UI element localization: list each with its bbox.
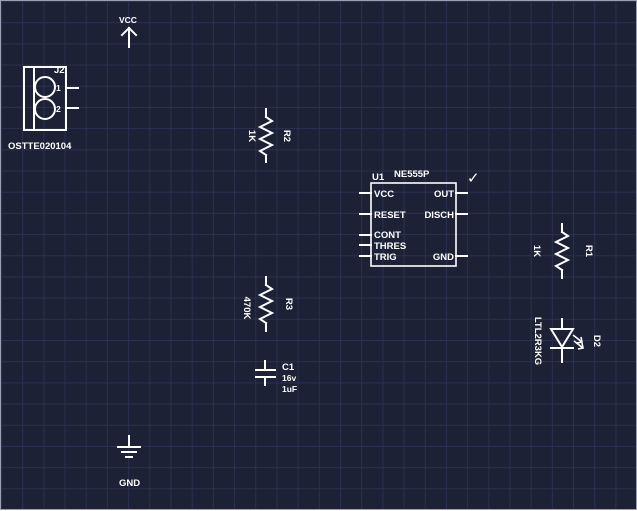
j2-ref: J2: [54, 65, 65, 76]
gnd-symbol[interactable]: GND: [117, 435, 141, 489]
resistor-r3[interactable]: 470K R3: [241, 276, 294, 332]
vcc-symbol[interactable]: VCC: [119, 15, 138, 48]
power-arrow-icon: [120, 26, 138, 48]
u1-pin-out: OUT: [434, 189, 454, 200]
d2-ref: D2: [591, 335, 602, 347]
connector-icon: [23, 66, 79, 131]
u1-check-icon: ✓: [467, 170, 480, 187]
c1-voltage: 16v: [282, 373, 296, 383]
r1-value: 1K: [531, 245, 542, 257]
u1-ref: U1: [372, 172, 385, 183]
u1-pin-gnd: GND: [433, 252, 454, 263]
j2-pin2: 2: [56, 104, 61, 114]
u1-pin-disch: DISCH: [424, 210, 454, 221]
led-icon: [549, 318, 584, 363]
j2-part: OSTTE020104: [8, 141, 72, 152]
ground-icon: [117, 435, 141, 458]
resistor-r1[interactable]: 1K R1: [531, 223, 594, 279]
d2-part: LTL2R3KG: [532, 317, 543, 365]
connector-j2[interactable]: J2 1 2 OSTTE020104: [8, 65, 79, 152]
u1-part: NE555P: [394, 169, 430, 180]
vcc-label: VCC: [119, 15, 137, 25]
u1-pin-cont: CONT: [374, 230, 401, 241]
u1-pin-reset: RESET: [374, 210, 406, 221]
r3-ref: R3: [283, 298, 294, 310]
j2-pin1: 1: [56, 83, 61, 93]
r2-value: 1K: [246, 130, 257, 142]
resistor-icon: [553, 223, 571, 279]
u1-pin-thres: THRES: [374, 241, 406, 252]
resistor-icon: [257, 108, 275, 163]
capacitor-icon: [255, 360, 276, 386]
u1-pin-trig: TRIG: [374, 252, 397, 263]
c1-ref: C1: [282, 362, 295, 373]
r3-value: 470K: [241, 297, 252, 320]
ic-body-icon: [359, 182, 468, 267]
r1-ref: R1: [583, 245, 594, 258]
resistor-r2[interactable]: 1K R2: [246, 108, 292, 163]
gnd-label: GND: [119, 478, 140, 489]
resistor-icon: [257, 276, 275, 332]
r2-ref: R2: [281, 130, 292, 142]
capacitor-c1[interactable]: C1 16v 1uF: [255, 360, 297, 394]
c1-value: 1uF: [282, 384, 297, 394]
ic-u1[interactable]: U1 NE555P ✓ VCC RESET CONT THRES TRIG OU…: [359, 169, 480, 267]
led-d2[interactable]: LTL2R3KG D2: [532, 317, 602, 365]
u1-pin-vcc: VCC: [374, 189, 394, 200]
